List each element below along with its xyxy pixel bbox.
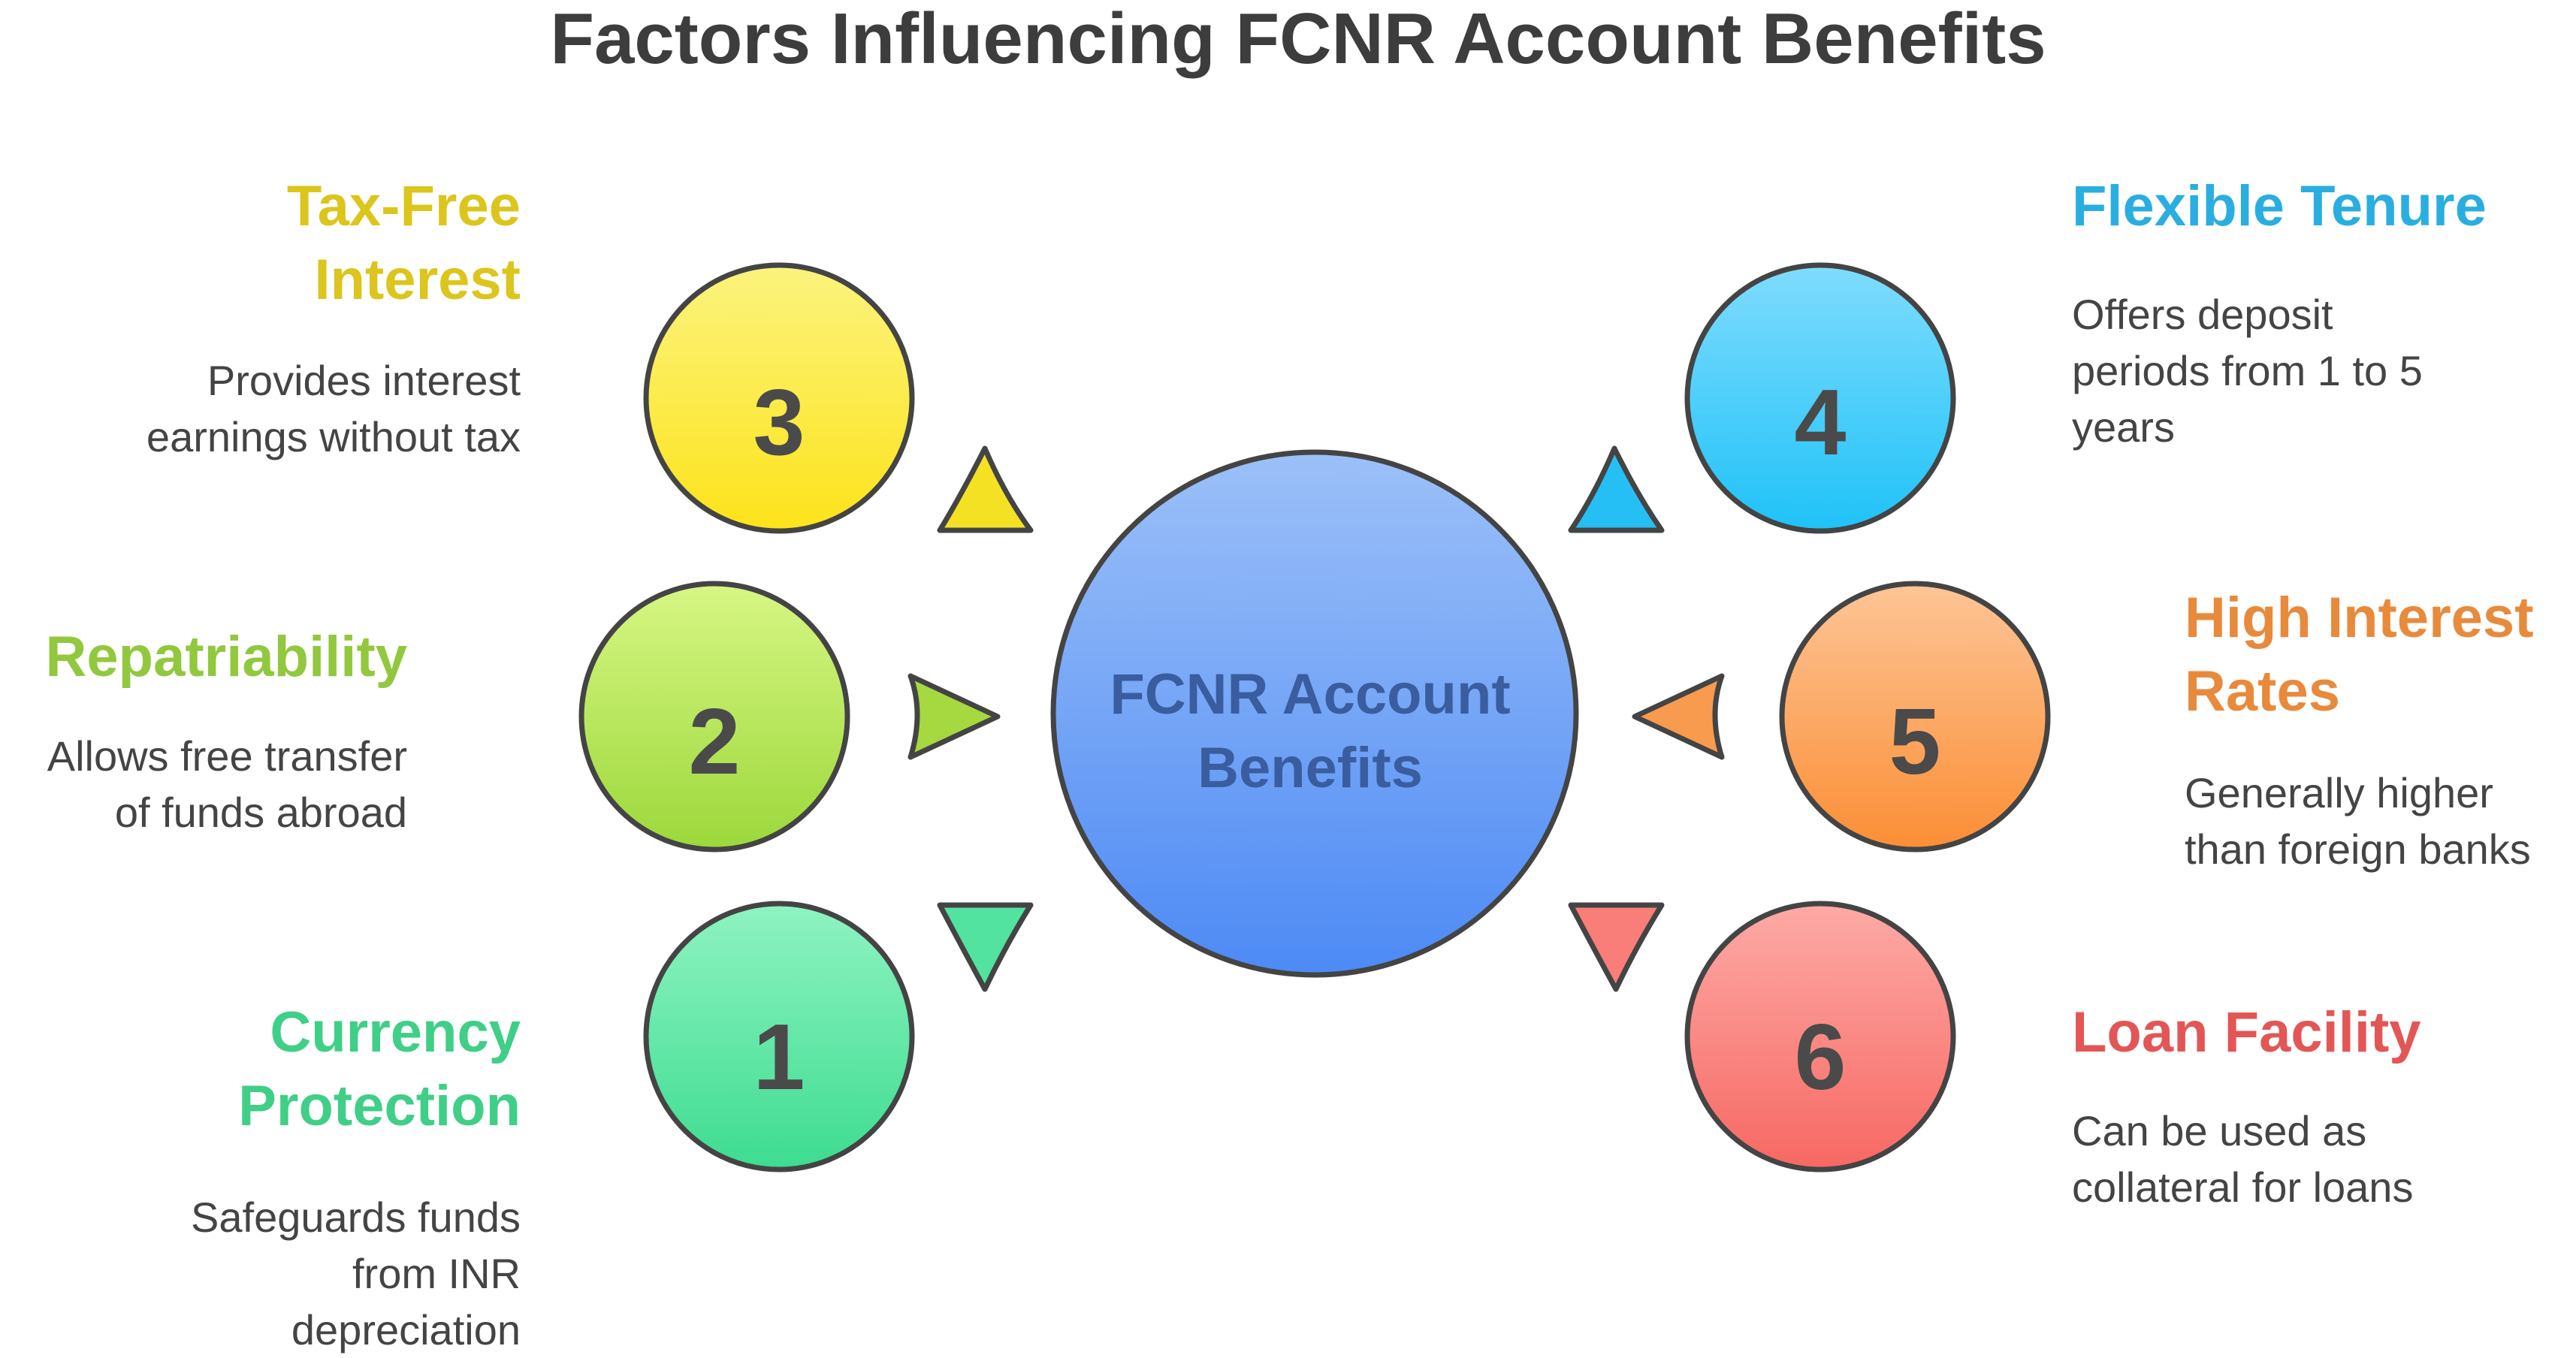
factor-5-description-line-1: Generally higher xyxy=(2185,769,2493,816)
arrow-factor-1 xyxy=(937,902,1034,992)
factor-2-heading: Repatriability xyxy=(46,625,407,689)
factor-6-heading: Loan Facility xyxy=(2072,1000,2421,1064)
factor-1-description-line-3: depreciation xyxy=(291,1306,521,1353)
factor-3: 3 Tax-Free Interest Provides interest ea… xyxy=(146,174,915,534)
factor-2-description-line-1: Allows free transfer xyxy=(47,732,407,780)
factor-6-description-line-1: Can be used as xyxy=(2072,1107,2366,1154)
factor-1-heading-line-2: Protection xyxy=(238,1074,521,1138)
connector-arrows xyxy=(907,445,1725,992)
diagram-title: Factors Influencing FCNR Account Benefit… xyxy=(550,0,2046,79)
arrow-factor-2 xyxy=(907,673,1001,760)
factor-5-heading-line-1: High Interest xyxy=(2185,586,2534,650)
factor-3-circle xyxy=(643,262,915,534)
factor-3-number: 3 xyxy=(753,371,805,475)
factor-3-description-line-2: earnings without tax xyxy=(146,413,521,460)
factor-6-number: 6 xyxy=(1795,1006,1847,1109)
factor-3-heading-line-2: Interest xyxy=(314,248,521,312)
center-label-line-1: FCNR Account xyxy=(1110,662,1510,726)
factor-3-description-line-1: Provides interest xyxy=(207,357,521,404)
center-circle xyxy=(1050,449,1579,978)
factor-3-heading-line-1: Tax-Free xyxy=(287,174,521,238)
factor-6: 6 Loan Facility Can be used as collatera… xyxy=(1684,901,2421,1211)
factor-4-heading: Flexible Tenure xyxy=(2072,174,2487,238)
arrow-factor-6 xyxy=(1568,902,1665,992)
factor-1-heading-line-1: Currency xyxy=(270,1000,521,1064)
factor-4-number: 4 xyxy=(1795,371,1847,475)
factor-2-number: 2 xyxy=(689,690,741,794)
factor-1-description-line-1: Safeguards funds xyxy=(191,1194,521,1241)
factor-4-circle xyxy=(1684,262,1956,534)
factor-6-circle xyxy=(1684,901,1956,1172)
arrow-factor-3 xyxy=(937,445,1034,533)
factor-2-description-line-2: of funds abroad xyxy=(115,789,407,836)
factor-2-circle xyxy=(578,581,850,853)
arrow-factor-4 xyxy=(1568,445,1665,533)
factor-6-description-line-2: collateral for loans xyxy=(2072,1163,2413,1211)
factor-4-description-line-1: Offers deposit xyxy=(2072,291,2333,338)
factor-5-description-line-2: than foreign banks xyxy=(2185,825,2531,873)
factor-5-number: 5 xyxy=(1889,690,1941,794)
factor-4-description-line-3: years xyxy=(2072,403,2175,451)
factor-2: 2 Repatriability Allows free transfer of… xyxy=(46,581,850,853)
center-hub: FCNR Account Benefits xyxy=(1050,449,1579,978)
factor-5: 5 High Interest Rates Generally higher t… xyxy=(1779,581,2534,873)
factor-4-description-line-2: periods from 1 to 5 xyxy=(2072,347,2423,394)
arrow-factor-5 xyxy=(1632,673,1725,760)
factor-1-number: 1 xyxy=(753,1006,805,1109)
factor-4: 4 Flexible Tenure Offers deposit periods… xyxy=(1684,174,2487,534)
factor-5-heading-line-2: Rates xyxy=(2185,659,2340,723)
factor-5-circle xyxy=(1779,581,2051,853)
factor-1: 1 Currency Protection Safeguards funds f… xyxy=(191,901,915,1353)
center-label-line-2: Benefits xyxy=(1197,736,1423,800)
factor-1-circle xyxy=(643,901,915,1172)
factor-1-description-line-2: from INR xyxy=(352,1250,521,1297)
